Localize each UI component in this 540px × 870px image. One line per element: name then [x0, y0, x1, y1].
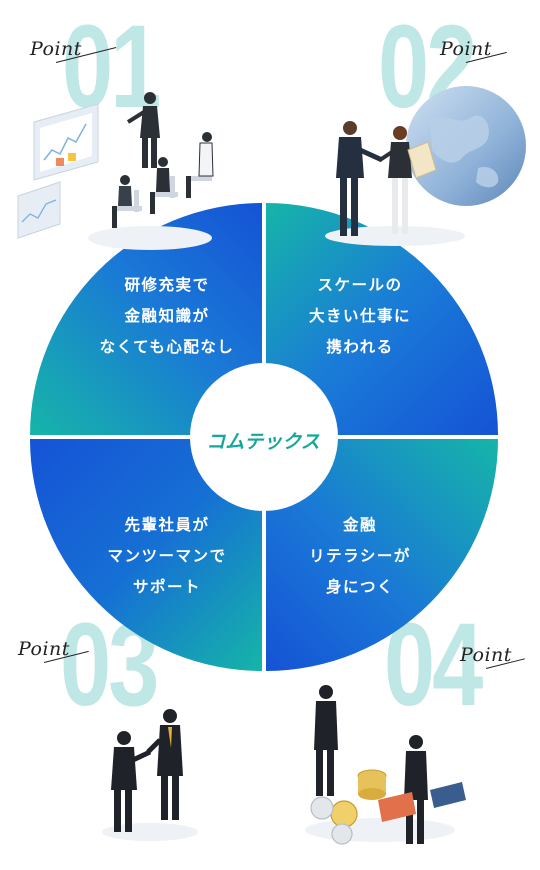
- quadrant-1-line-2: 金融知識が: [124, 307, 210, 325]
- quadrant-3-line-2: マンツーマンで: [107, 547, 227, 565]
- quadrant-1-line-1: 研修充実で: [124, 276, 210, 294]
- quadrant-2-line-2: 大きい仕事に: [308, 307, 411, 325]
- quadrant-1-line-3: なくても心配なし: [99, 338, 235, 356]
- coins-icon: [310, 769, 387, 845]
- point-label-3: Point: [18, 638, 70, 660]
- coins-illustration: [305, 685, 466, 845]
- handshake-illustration: [102, 709, 198, 841]
- quadrant-text-top-right: スケールの 大きい仕事に 携われる: [265, 270, 455, 363]
- quadrant-text-top-left: 研修充実で 金融知識が なくても心配なし: [72, 270, 262, 363]
- company-logo-text: コムテックス: [206, 430, 320, 453]
- quadrant-3-line-3: サポート: [132, 578, 201, 596]
- quadrant-4-line-2: リテラシーが: [309, 547, 411, 565]
- center-circle: [190, 363, 338, 511]
- presentation-icon: [17, 103, 99, 239]
- center-logo: コムテックス: [190, 375, 336, 505]
- quadrant-text-bottom-left: 先輩社員が マンツーマンで サポート: [72, 510, 262, 603]
- quadrant-text-bottom-right: 金融 リテラシーが 身につく: [265, 510, 455, 603]
- point-label-1: Point: [30, 38, 82, 60]
- quadrant-2-line-3: 携われる: [326, 338, 394, 356]
- quadrant-top-left: [30, 203, 262, 435]
- handshake-globe-illustration: [325, 86, 526, 246]
- point-label-2: Point: [440, 38, 492, 60]
- quadrant-bottom-right: [266, 439, 498, 671]
- seminar-illustration: [17, 92, 214, 250]
- point-label-4: Point: [460, 644, 512, 666]
- quadrant-top-right: [266, 203, 498, 435]
- quadrant-4-line-1: 金融: [342, 516, 377, 534]
- quadrant-2-line-1: スケールの: [317, 276, 403, 294]
- quadrant-3-line-1: 先輩社員が: [124, 516, 210, 534]
- quadrant-4-line-3: 身につく: [325, 578, 394, 596]
- handshake-icon: [111, 709, 183, 832]
- quadrant-bottom-left: [30, 439, 262, 671]
